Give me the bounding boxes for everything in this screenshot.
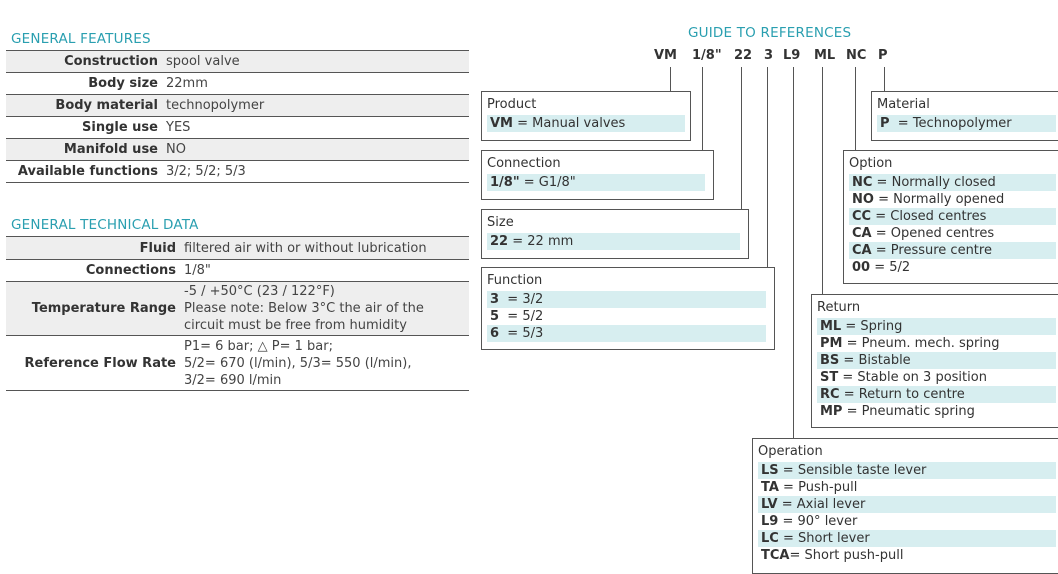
- code-product: VM: [654, 48, 677, 63]
- function-box-title: Function: [487, 273, 543, 288]
- row-value: technopolymer: [162, 94, 469, 117]
- product-box: Product VM = Manual valves: [481, 91, 691, 141]
- list-item: VM = Manual valves: [487, 115, 685, 132]
- operation-box: Operation LS = Sensible taste lever TA =…: [752, 438, 1058, 574]
- table-row: Reference Flow Rate P1= 6 bar; △ P= 1 bar…: [6, 336, 469, 391]
- table-row: Body size 22mm: [6, 73, 469, 95]
- general-features-title: GENERAL FEATURES: [11, 31, 151, 47]
- row-key: Single use: [82, 120, 158, 135]
- connector-line: [822, 67, 823, 295]
- row-value: spool valve: [162, 50, 469, 73]
- option-box: Option NC = Normally closed NO = Normall…: [843, 150, 1058, 284]
- row-value: P1= 6 bar; △ P= 1 bar; 5/2= 670 (l/min),…: [184, 338, 412, 388]
- list-item: 3 = 3/2: [487, 291, 766, 308]
- row-value: 3/2; 5/2; 5/3: [166, 164, 246, 179]
- connector-line: [702, 67, 703, 151]
- return-box-title: Return: [817, 300, 861, 315]
- product-box-title: Product: [487, 97, 537, 112]
- list-item: 5 = 5/2: [490, 309, 544, 324]
- list-item: P = Technopolymer: [877, 115, 1056, 132]
- row-value: filtered air with or without lubrication: [180, 236, 469, 260]
- technical-data-title: GENERAL TECHNICAL DATA: [11, 217, 199, 233]
- return-box: Return ML = Spring PM = Pneum. mech. spr…: [811, 294, 1058, 428]
- row-value: NO: [162, 138, 469, 161]
- list-item: CA = Opened centres: [852, 226, 995, 241]
- code-option: NC: [846, 48, 867, 63]
- material-box: Material P = Technopolymer: [871, 91, 1058, 141]
- list-item: PM = Pneum. mech. spring: [820, 336, 1000, 351]
- table-row: Connections 1/8": [6, 260, 469, 282]
- material-box-title: Material: [877, 97, 930, 112]
- list-item: LC = Short lever: [758, 530, 1056, 547]
- size-box: Size 22 = 22 mm: [481, 209, 749, 259]
- list-item: LS = Sensible taste lever: [758, 462, 1056, 479]
- list-item: ST = Stable on 3 position: [820, 370, 987, 385]
- row-key: Fluid: [6, 236, 180, 260]
- guide-title: GUIDE TO REFERENCES: [688, 25, 852, 41]
- list-item: 22 = 22 mm: [487, 233, 740, 250]
- row-value: 1/8": [184, 263, 211, 278]
- size-box-title: Size: [487, 215, 514, 230]
- row-value: 22mm: [166, 76, 208, 91]
- code-return: ML: [814, 48, 836, 63]
- list-item: 1/8" = G1/8": [487, 174, 705, 191]
- table-row: Single use YES: [6, 117, 469, 139]
- row-key: Body size: [88, 76, 158, 91]
- list-item: CC = Closed centres: [849, 208, 1056, 225]
- connector-line: [767, 67, 768, 268]
- row-key: Available functions: [17, 164, 158, 179]
- connector-line: [741, 67, 742, 210]
- list-item: RC = Return to centre: [817, 386, 1056, 403]
- code-operation: L9: [783, 48, 801, 63]
- code-connection: 1/8": [692, 48, 722, 63]
- connector-line: [793, 67, 794, 439]
- row-key: Reference Flow Rate: [24, 355, 176, 371]
- row-key: Body material: [6, 94, 162, 117]
- list-item: CA = Pressure centre: [849, 242, 1056, 259]
- code-size: 22: [734, 48, 753, 63]
- function-box: Function 3 = 3/2 5 = 5/2 6 = 5/3: [481, 267, 775, 350]
- row-value: -5 / +50°C (23 / 122°F) Please note: Bel…: [180, 281, 469, 336]
- list-item: MP = Pneumatic spring: [820, 404, 975, 419]
- table-row: Available functions 3/2; 5/2; 5/3: [6, 161, 469, 183]
- row-key: Temperature Range: [6, 281, 180, 336]
- list-item: 6 = 5/3: [487, 325, 766, 342]
- list-item: L9 = 90° lever: [761, 514, 858, 529]
- row-key: Construction: [6, 50, 162, 73]
- list-item: NC = Normally closed: [849, 174, 1056, 191]
- code-material: P: [878, 48, 888, 63]
- connection-box: Connection 1/8" = G1/8": [481, 150, 714, 200]
- connection-box-title: Connection: [487, 156, 561, 171]
- list-item: BS = Bistable: [817, 352, 1056, 369]
- list-item: 00 = 5/2: [852, 260, 911, 275]
- connector-line: [855, 67, 856, 151]
- connector-line: [670, 67, 671, 92]
- list-item: LV = Axial lever: [758, 496, 1056, 513]
- row-key: Manifold use: [6, 138, 162, 161]
- list-item: NO = Normally opened: [852, 192, 1005, 207]
- row-key: Connections: [85, 263, 176, 278]
- list-item: TCA= Short push-pull: [761, 548, 904, 563]
- list-item: TA = Push-pull: [761, 480, 858, 495]
- operation-box-title: Operation: [758, 444, 823, 459]
- list-item: ML = Spring: [817, 318, 1056, 335]
- option-box-title: Option: [849, 156, 893, 171]
- code-function: 3: [764, 48, 774, 63]
- row-value: YES: [166, 120, 191, 135]
- connector-line: [884, 67, 885, 92]
- table-row: Temperature Range-5 / +50°C (23 / 122°F)…: [6, 281, 469, 336]
